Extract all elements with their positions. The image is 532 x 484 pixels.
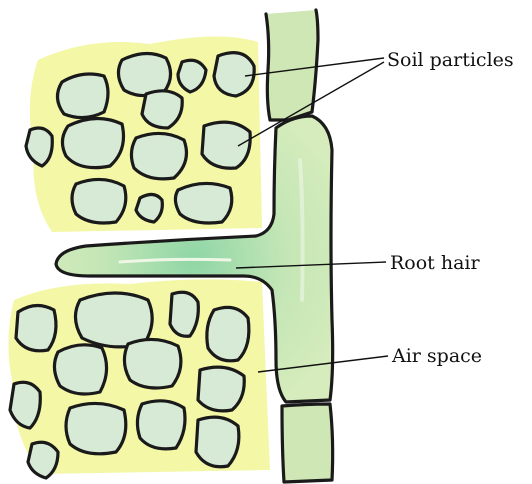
soil-particle bbox=[72, 179, 126, 223]
root-epidermis-lower bbox=[282, 404, 333, 482]
label-root-hair: Root hair bbox=[390, 252, 480, 274]
soil-particle bbox=[175, 183, 231, 223]
soil-particle bbox=[137, 401, 185, 449]
soil-particle bbox=[54, 345, 106, 394]
label-soil-particles: Soil particles bbox=[387, 49, 514, 71]
soil-particle bbox=[136, 194, 162, 222]
soil-particle bbox=[28, 442, 58, 478]
label-air-space: Air space bbox=[391, 345, 482, 367]
labels: Soil particles Root hair Air space bbox=[387, 49, 514, 367]
soil-particle bbox=[16, 305, 56, 350]
soil-particle bbox=[202, 122, 250, 168]
soil-particle bbox=[26, 128, 52, 166]
soil-particle bbox=[170, 292, 198, 336]
soil-particle bbox=[207, 307, 249, 360]
soil-particle bbox=[124, 339, 180, 388]
soil-particle bbox=[142, 91, 182, 128]
soil-particle bbox=[196, 417, 239, 467]
soil-particle bbox=[66, 403, 126, 453]
soil-particle bbox=[57, 74, 108, 118]
root-epidermis-upper bbox=[266, 10, 318, 120]
soil-particle bbox=[131, 133, 186, 178]
soil-particle bbox=[62, 118, 123, 167]
soil-particle bbox=[10, 382, 40, 428]
soil-particle bbox=[198, 367, 244, 411]
soil-particle bbox=[214, 53, 254, 96]
